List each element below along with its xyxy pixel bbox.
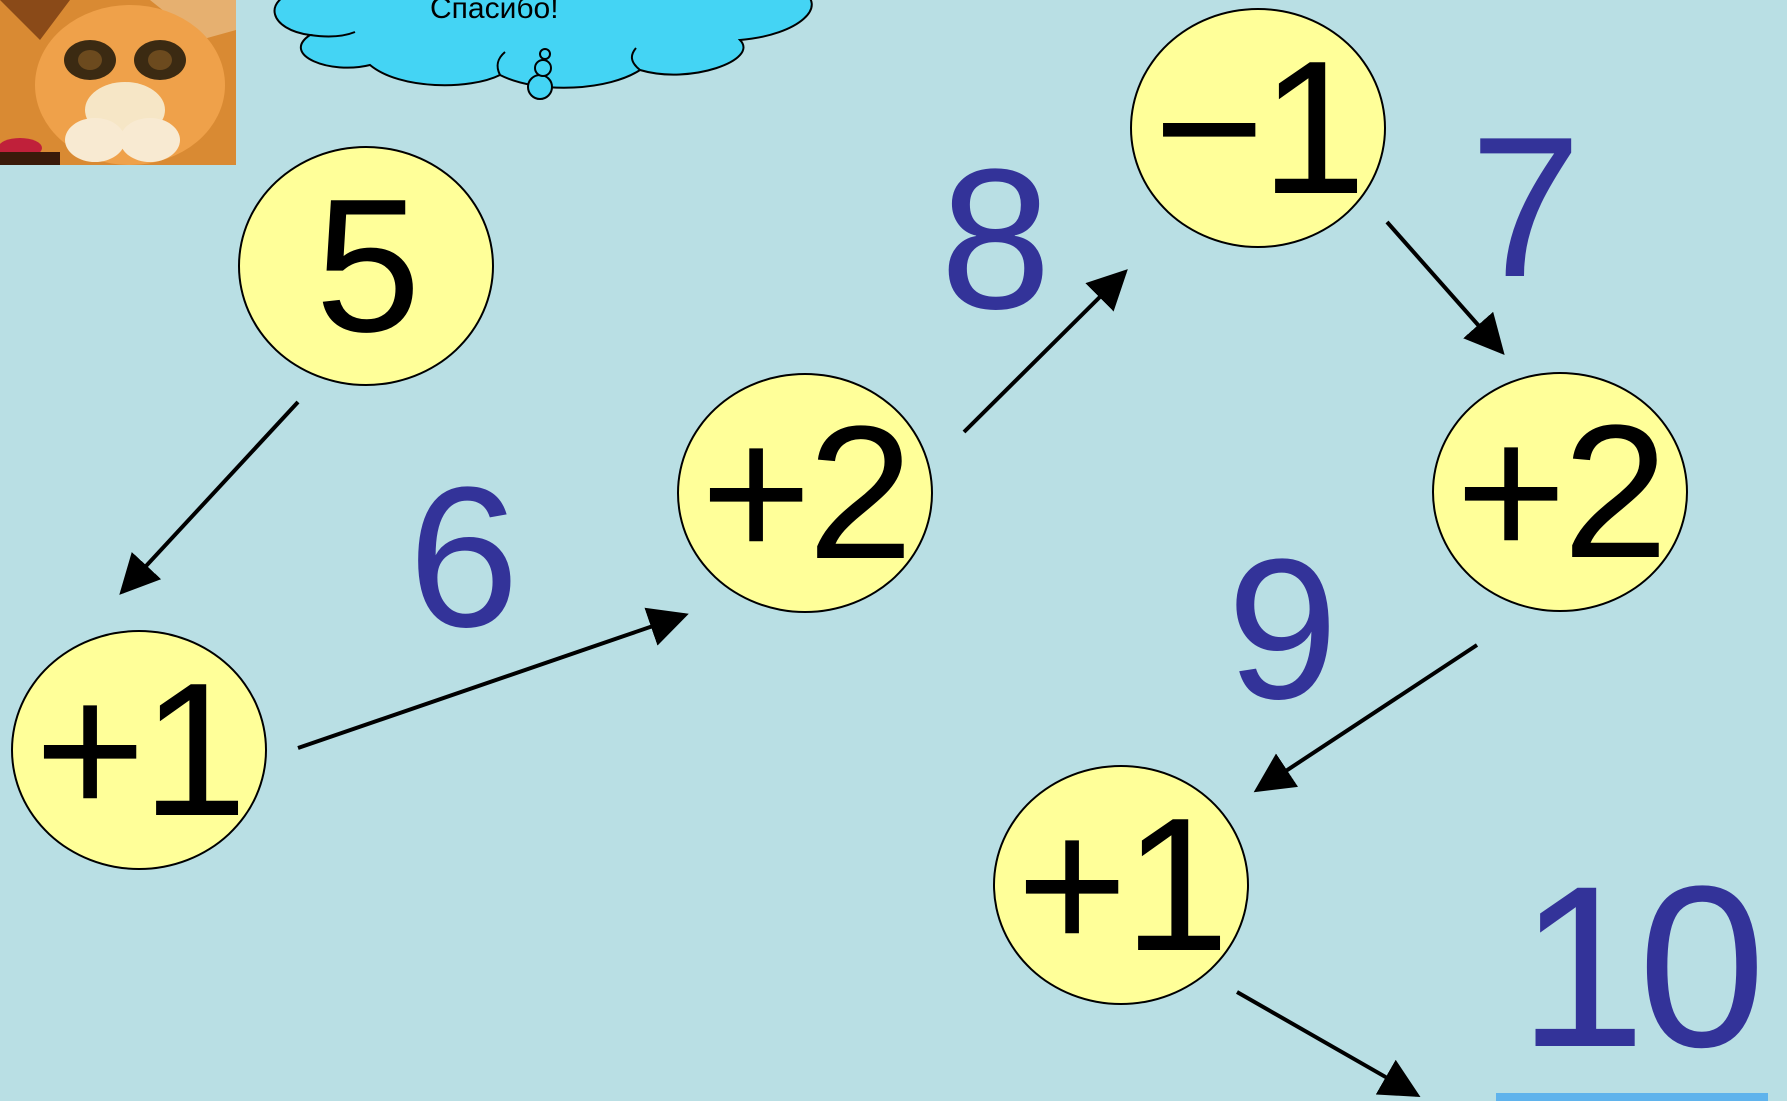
node-step-1-label: +1 [35,655,244,845]
result-after-step-1: 6 [408,458,519,658]
arrow [1237,992,1417,1095]
node-start: 5 [238,146,494,386]
node-step-2-label: +2 [701,398,910,588]
node-step-3-label: −1 [1154,33,1363,223]
result-after-step-2: 8 [940,140,1051,340]
arrow [122,402,298,592]
node-step-4: +2 [1432,372,1688,612]
node-step-3: −1 [1130,8,1386,248]
node-step-5: +1 [993,765,1249,1005]
node-start-label: 5 [315,171,417,361]
result-after-step-4: 9 [1227,530,1338,730]
node-step-5-label: +1 [1017,790,1226,980]
node-step-2: +2 [677,373,933,613]
result-after-step-3: 7 [1470,108,1581,308]
node-step-4-label: +2 [1456,397,1665,587]
node-step-1: +1 [11,630,267,870]
next-button[interactable] [1496,1093,1768,1101]
result-final: 10 [1518,852,1758,1082]
